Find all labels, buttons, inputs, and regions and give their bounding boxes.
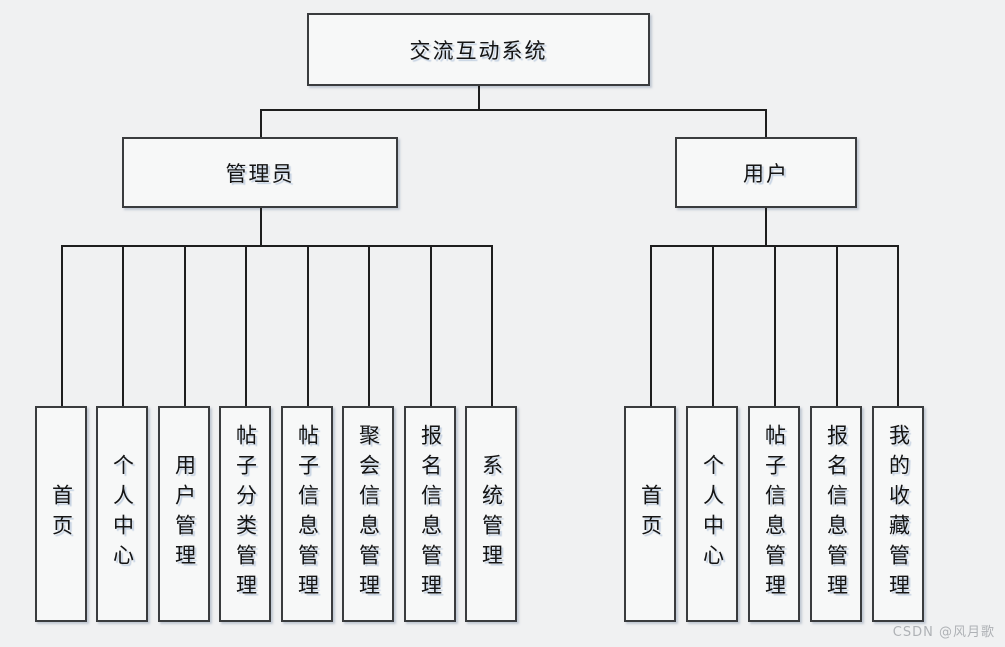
connector-admin-leaf-drop [491, 245, 493, 406]
connector-admin-leaf-drop [307, 245, 309, 406]
node-user-post-info-mgmt: 帖子信息管理 [748, 406, 800, 622]
node-admin-meeting-info-mgmt: 聚会信息管理 [342, 406, 394, 622]
connector-user-leaf-drop [774, 245, 776, 406]
node-admin-home-label: 首页 [49, 484, 74, 544]
connector-user-drop [765, 109, 767, 137]
connector-root-drop [478, 86, 480, 110]
node-user-label: 用户 [743, 161, 789, 186]
connector-level2-bus [260, 109, 766, 111]
node-admin-meeting-info-mgmt-label: 聚会信息管理 [356, 424, 381, 604]
connector-user-stem [765, 208, 767, 246]
node-admin-label: 管理员 [225, 161, 295, 186]
node-admin-system-mgmt-label: 系统管理 [479, 454, 504, 574]
connector-user-leaf-drop [836, 245, 838, 406]
node-user-favorites-mgmt: 我的收藏管理 [872, 406, 924, 622]
node-user-home-label: 首页 [638, 484, 663, 544]
node-admin-post-category-mgmt-label: 帖子分类管理 [233, 424, 258, 604]
node-user: 用户 [675, 137, 857, 208]
node-admin-user-mgmt-label: 用户管理 [172, 454, 197, 574]
connector-admin-bus [61, 245, 492, 247]
node-user-favorites-mgmt-label: 我的收藏管理 [886, 424, 911, 604]
connector-user-leaf-drop [712, 245, 714, 406]
connector-admin-leaf-drop [184, 245, 186, 406]
node-admin: 管理员 [122, 137, 398, 208]
connector-admin-leaf-drop [122, 245, 124, 406]
connector-user-leaf-drop [650, 245, 652, 406]
node-admin-post-info-mgmt: 帖子信息管理 [281, 406, 333, 622]
node-admin-user-mgmt: 用户管理 [158, 406, 210, 622]
watermark-text: CSDN @风月歌 [892, 625, 995, 640]
node-user-personal-center-label: 个人中心 [700, 454, 725, 574]
connector-admin-stem [260, 208, 262, 246]
node-admin-post-info-mgmt-label: 帖子信息管理 [295, 424, 320, 604]
node-admin-system-mgmt: 系统管理 [465, 406, 517, 622]
connector-admin-drop [260, 109, 262, 137]
node-root-system: 交流互动系统 [307, 13, 650, 86]
node-user-registration-info-mgmt: 报名信息管理 [810, 406, 862, 622]
node-admin-personal-center-label: 个人中心 [110, 454, 135, 574]
node-admin-registration-info-mgmt: 报名信息管理 [404, 406, 456, 622]
node-admin-home: 首页 [35, 406, 87, 622]
connector-admin-leaf-drop [430, 245, 432, 406]
node-admin-post-category-mgmt: 帖子分类管理 [219, 406, 271, 622]
node-user-personal-center: 个人中心 [686, 406, 738, 622]
node-root-label: 交流互动系统 [409, 38, 548, 63]
node-admin-personal-center: 个人中心 [96, 406, 148, 622]
node-user-post-info-mgmt-label: 帖子信息管理 [762, 424, 787, 604]
node-admin-registration-info-mgmt-label: 报名信息管理 [418, 424, 443, 604]
node-user-home: 首页 [624, 406, 676, 622]
connector-admin-leaf-drop [245, 245, 247, 406]
connector-admin-leaf-drop [61, 245, 63, 406]
node-user-registration-info-mgmt-label: 报名信息管理 [824, 424, 849, 604]
connector-admin-leaf-drop [368, 245, 370, 406]
connector-user-leaf-drop [897, 245, 899, 406]
